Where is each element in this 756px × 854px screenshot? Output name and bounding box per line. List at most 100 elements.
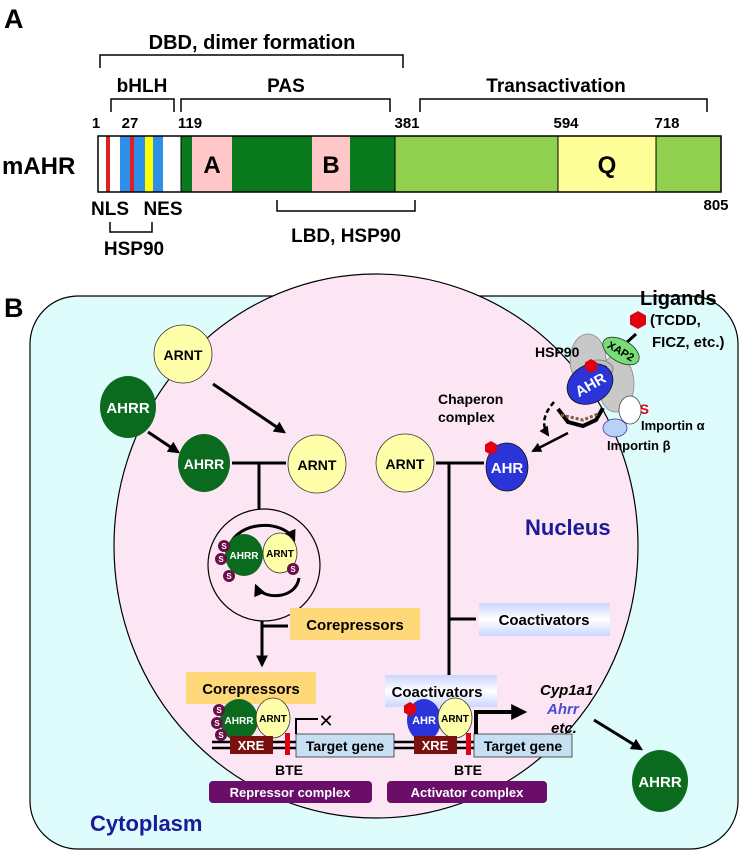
coactivators-bottom-label: Coactivators bbox=[392, 684, 483, 701]
transactivation-bracket bbox=[419, 98, 708, 112]
position-1: 1 bbox=[92, 115, 100, 132]
nes-stripe bbox=[145, 136, 153, 192]
arnt-nucleus-left-label: ARNT bbox=[298, 457, 337, 473]
sumo-repressor-1 bbox=[213, 704, 225, 716]
arnt-nucleus-left bbox=[287, 434, 347, 494]
dbd-bracket bbox=[99, 54, 404, 68]
gene-etc: etc. bbox=[551, 720, 577, 737]
arnt-activator-label: ARNT bbox=[441, 714, 469, 725]
activator-complex-box bbox=[387, 781, 547, 803]
ahr-activator-label: AHR bbox=[412, 715, 436, 727]
pas-a-domain bbox=[192, 136, 232, 192]
nuclear-pore bbox=[556, 406, 605, 429]
importin-alpha-label: Importin α bbox=[641, 418, 705, 433]
position-27: 27 bbox=[122, 115, 139, 132]
sumo-repressor-2 bbox=[211, 717, 223, 729]
linker-white-segment bbox=[163, 136, 181, 192]
hsp90-bracket bbox=[109, 222, 153, 233]
bte-repressor-label: BTE bbox=[275, 762, 303, 778]
domain-bar-outline bbox=[97, 135, 722, 193]
gene-cyp1a1: Cyp1a1 bbox=[540, 682, 593, 699]
chaperone-complex-line2: complex bbox=[438, 409, 495, 425]
hsp90-chaperone-label: HSP90 bbox=[535, 344, 580, 360]
q-label: Q bbox=[598, 152, 617, 179]
ligands-line1: (TCDD, bbox=[650, 312, 701, 329]
xre-activator-label: XRE bbox=[422, 738, 449, 753]
sumo-repressor-2-label: S bbox=[214, 719, 220, 728]
sumo-badge-2 bbox=[215, 553, 227, 565]
sumo-repressor-3 bbox=[215, 729, 227, 741]
target-gene-activator bbox=[473, 733, 573, 758]
corepressors-box-bottom bbox=[186, 672, 316, 704]
ligands-line2: FICZ, etc.) bbox=[652, 334, 725, 351]
chaperone-complex: XAP2 p23 AHR HSP90 NLS Importin α Import… bbox=[438, 333, 705, 453]
ahr-free bbox=[485, 442, 529, 492]
repressor-complex-label: Repressor complex bbox=[230, 785, 351, 800]
sumo-badge-4 bbox=[287, 563, 299, 575]
xre-repressor-label: XRE bbox=[238, 738, 265, 753]
nes-label: NES bbox=[143, 199, 182, 220]
sumo-badge-1 bbox=[218, 540, 230, 552]
repressor-complex-box bbox=[209, 781, 372, 803]
sumo-badge-4-label: S bbox=[290, 565, 296, 574]
nls-stripe-2 bbox=[130, 136, 134, 192]
position-381: 381 bbox=[394, 115, 419, 132]
target-gene-repressor-label: Target gene bbox=[306, 738, 385, 754]
arnt-import-arrow bbox=[212, 382, 286, 434]
coactivators-box-mid bbox=[479, 603, 610, 636]
ahrr-cytoplasm-label: AHRR bbox=[106, 400, 149, 417]
blocked-transcription bbox=[295, 718, 318, 734]
ligand-on-ahr-icon bbox=[485, 441, 497, 455]
coactivators-box-bottom bbox=[385, 675, 497, 707]
bhlh-blue-segment bbox=[120, 136, 163, 192]
sumoylation-arrow-bottom bbox=[254, 577, 301, 598]
ligand-bound-icon bbox=[585, 359, 597, 373]
ahrr-repressor-label: AHRR bbox=[225, 716, 255, 727]
nuclear-import-arrow bbox=[531, 431, 569, 453]
ahrr-product bbox=[632, 750, 688, 812]
bte-activator-label: BTE bbox=[454, 762, 482, 778]
nls-stripe-1 bbox=[106, 136, 110, 192]
target-gene-activator-label: Target gene bbox=[484, 738, 563, 754]
lbd-label: LBD, HSP90 bbox=[291, 226, 401, 247]
sumo-repressor-3-label: S bbox=[218, 731, 224, 740]
ligand-activator-icon bbox=[404, 702, 416, 716]
pas-bracket bbox=[180, 98, 391, 112]
cytoplasm-label: Cytoplasm bbox=[90, 811, 202, 836]
sumo-repressor-1-label: S bbox=[216, 706, 222, 715]
coactivators-mid-label: Coactivators bbox=[499, 612, 590, 629]
xap2-protein bbox=[602, 336, 640, 366]
position-119: 119 bbox=[178, 115, 202, 132]
activator-complex-label: Activator complex bbox=[411, 785, 524, 800]
position-805: 805 bbox=[703, 197, 728, 214]
pas-b-label: B bbox=[322, 152, 339, 179]
corepressors-bottom-label: Corepressors bbox=[202, 681, 300, 698]
xre-box-activator bbox=[414, 736, 457, 754]
arnt-cytoplasm bbox=[153, 324, 213, 384]
arnt-cytoplasm-label: ARNT bbox=[164, 347, 203, 363]
q-domain bbox=[558, 136, 656, 192]
bte-activator bbox=[466, 733, 471, 755]
position-718: 718 bbox=[654, 115, 679, 132]
protein-name: mAHR bbox=[2, 153, 75, 180]
ahrr-nucleus-label: AHRR bbox=[184, 456, 224, 472]
xre-box-repressor bbox=[230, 736, 273, 754]
nucleus-label: Nucleus bbox=[525, 515, 611, 540]
lbd-bracket bbox=[276, 200, 416, 212]
nuclear-pore-inner bbox=[560, 412, 599, 422]
arnt-repressor-label: ARNT bbox=[259, 714, 287, 725]
ahrr-product-arrow bbox=[593, 718, 644, 751]
pas-label: PAS bbox=[267, 76, 305, 97]
dbd-label: DBD, dimer formation bbox=[149, 32, 356, 54]
importin-beta-label: Importin β bbox=[607, 438, 671, 453]
corepressors-box-mid bbox=[290, 608, 420, 640]
ahrr-import-arrow bbox=[147, 430, 180, 454]
importin-alpha bbox=[618, 395, 642, 425]
transcription-start-arrow bbox=[474, 704, 528, 734]
domain-bar: A B Q bbox=[97, 135, 722, 193]
sumo-badge-3 bbox=[223, 570, 235, 582]
pas-b-domain bbox=[312, 136, 350, 192]
chaperone-release-arrow bbox=[539, 401, 555, 437]
ligand-hexagon-icon bbox=[630, 311, 646, 329]
